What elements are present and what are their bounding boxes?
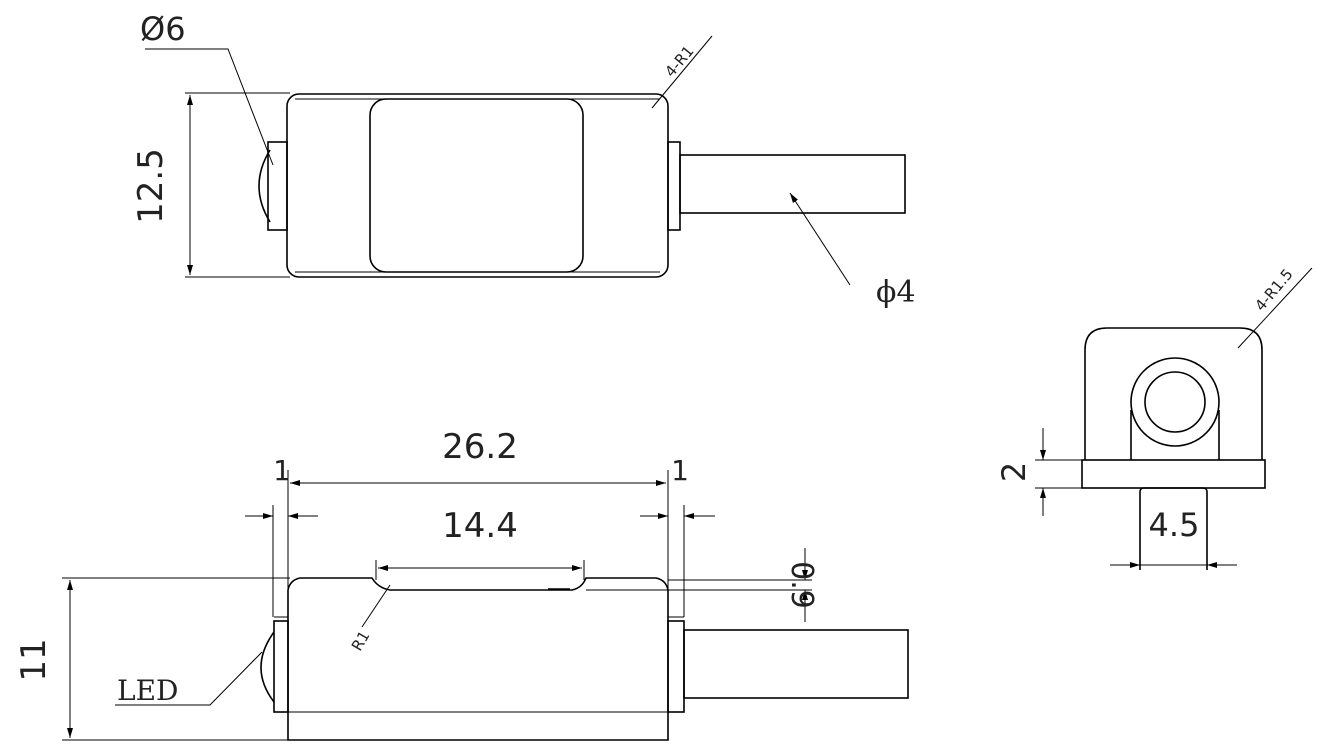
cable-gland	[667, 620, 685, 713]
side-view: 26.2 1 1 14.4 0.9 R1 11 LED	[14, 427, 909, 741]
led-housing	[267, 141, 288, 231]
dim-window-length: 14.4	[442, 506, 518, 546]
dim-height-side: 11	[14, 638, 54, 681]
gland-inner	[1144, 371, 1206, 433]
stem	[1139, 487, 1208, 570]
cable	[683, 629, 909, 699]
dim-length: 26.2	[442, 427, 518, 467]
led-label: LED	[117, 674, 178, 707]
top-view: 12.5 Ø6 4-R1 ϕ4	[131, 10, 916, 310]
dim-flange-right: 1	[671, 454, 689, 487]
body-outline	[286, 93, 669, 278]
led-housing	[273, 620, 289, 713]
cable	[679, 154, 906, 214]
body-outline	[287, 577, 669, 741]
leader-line	[145, 48, 274, 166]
dim-plate-thickness: 2	[995, 462, 1033, 482]
end-view: 4-R1.5 2 4.5	[995, 265, 1313, 570]
base-plate	[1081, 459, 1266, 489]
led-lens	[258, 149, 271, 223]
dim-cable-diameter: ϕ4	[876, 275, 916, 310]
dim-corner-radius-top: 4-R1	[661, 42, 697, 80]
led-lens	[260, 631, 275, 703]
dim-recess-radius: R1	[348, 628, 374, 654]
body-outline	[1084, 327, 1263, 460]
cable-gland	[667, 141, 681, 231]
dim-height-top: 12.5	[131, 148, 171, 224]
dim-flange-left: 1	[273, 454, 291, 487]
dim-recess-depth: 0.9	[784, 561, 819, 609]
led-leader	[115, 651, 263, 706]
dim-corner-radius-end: 4-R1.5	[1251, 265, 1296, 314]
dim-stem-width: 4.5	[1149, 506, 1200, 544]
window-outline	[369, 98, 584, 273]
gland-outer	[1130, 357, 1220, 447]
dim-led-diameter: Ø6	[140, 10, 186, 48]
